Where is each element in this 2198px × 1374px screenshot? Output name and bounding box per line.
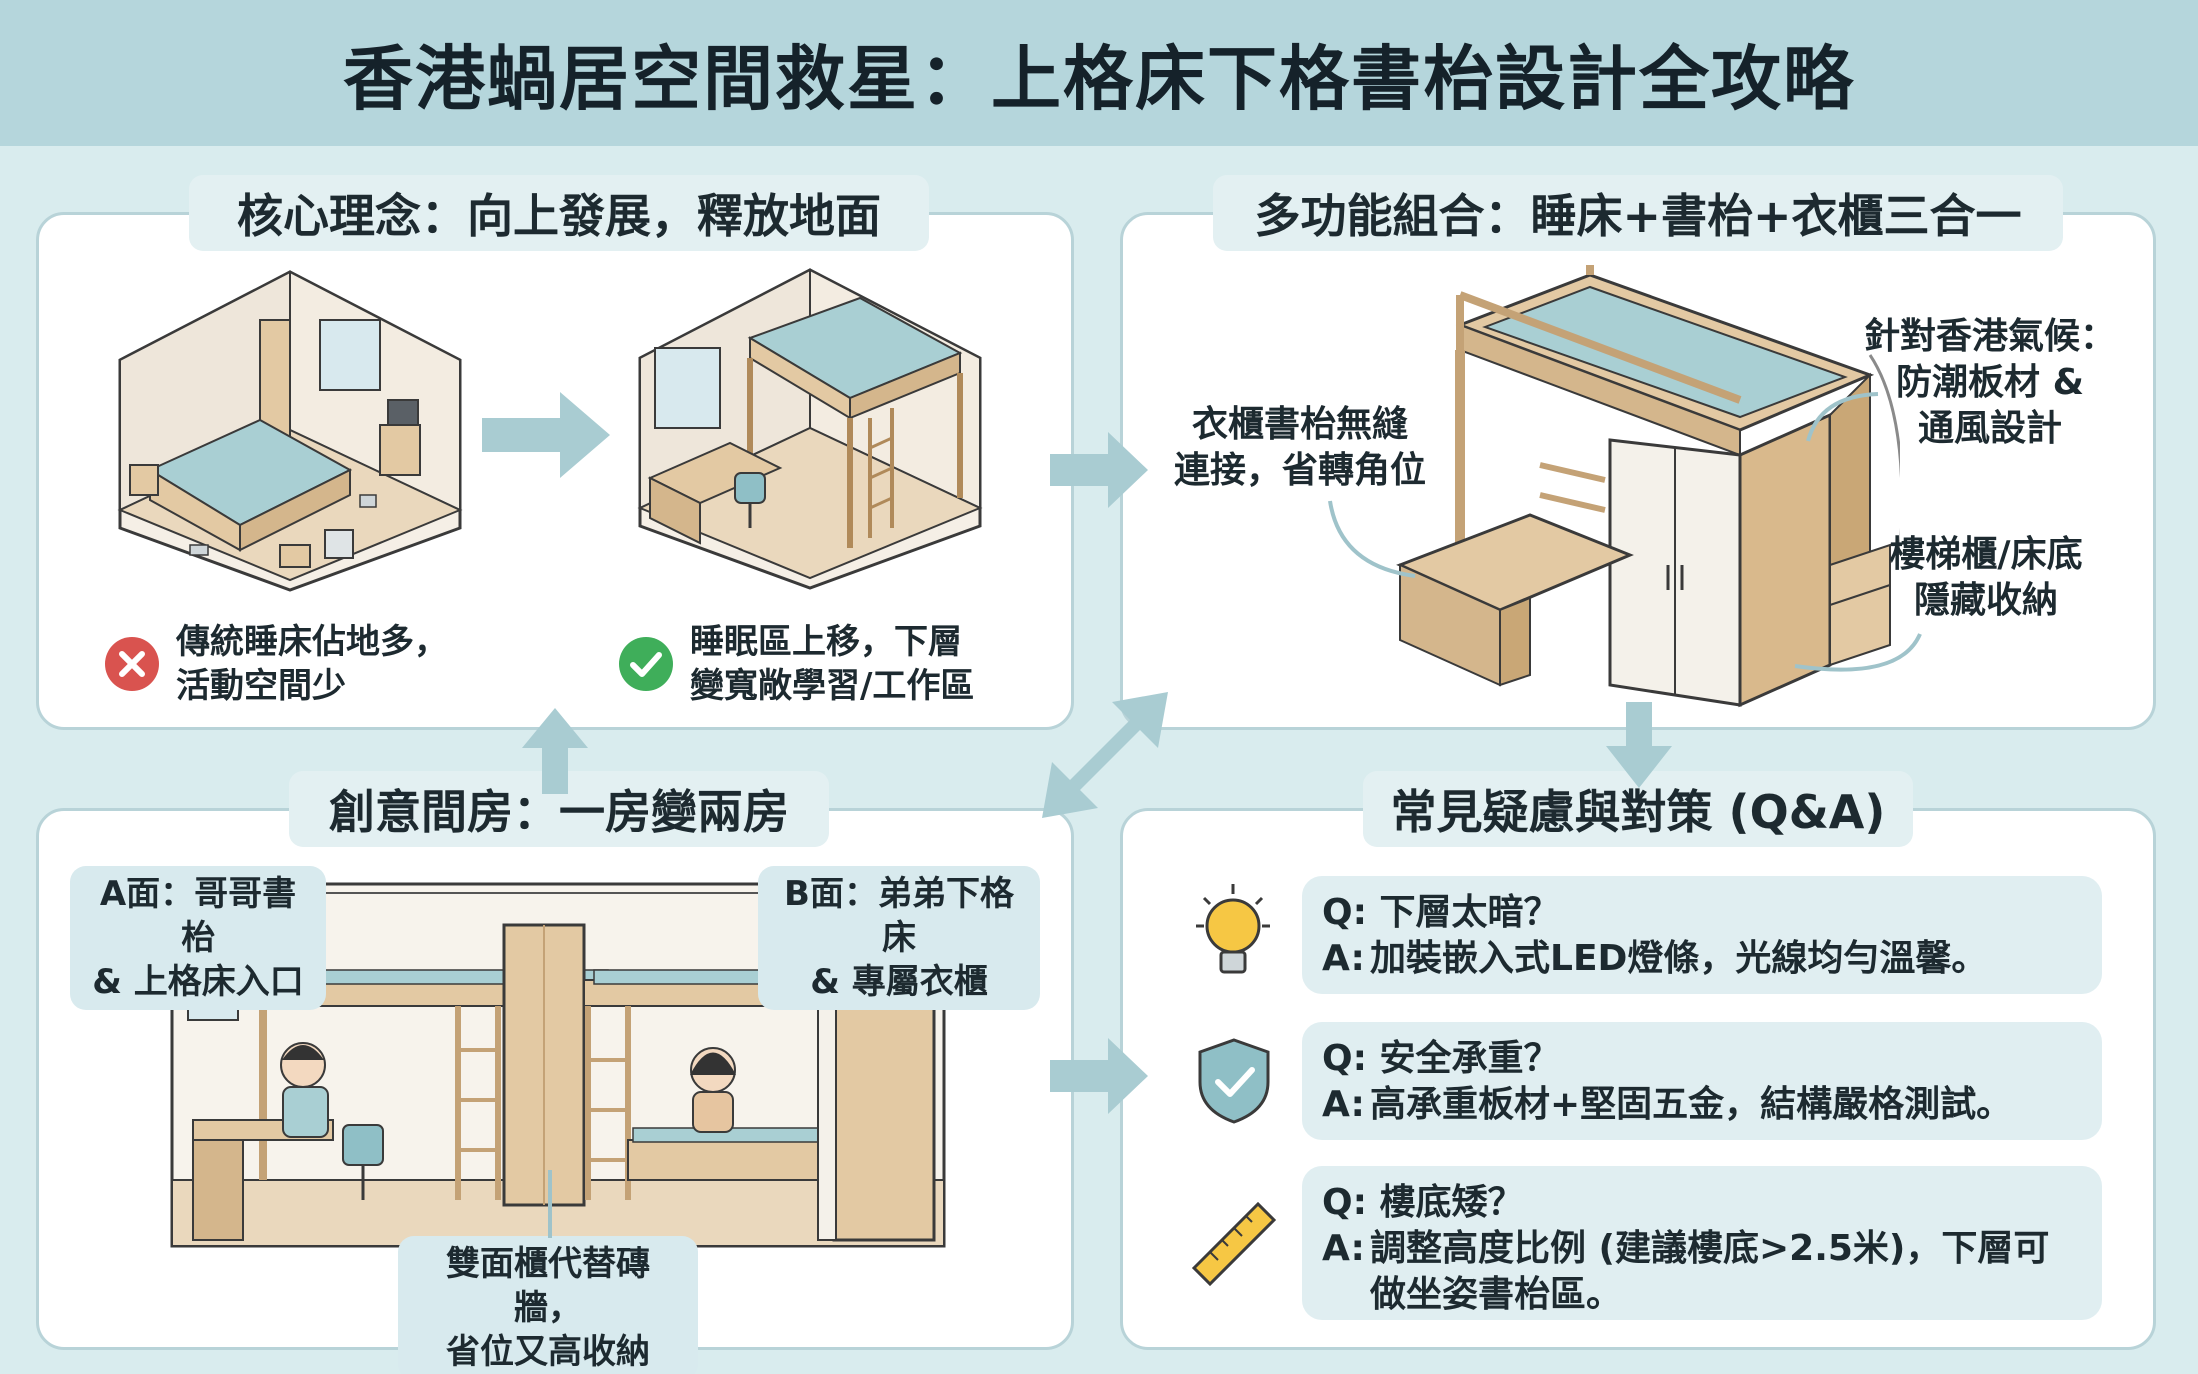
arrow-right-icon: [1050, 432, 1148, 508]
multi-function-title: 多功能組合：睡床+書枱+衣櫃三合一: [1213, 175, 2063, 251]
qa-item-dim-lower: Q: 下層太暗？ A: 加裝嵌入式LED燈條，光線均勻溫馨。: [1302, 876, 2102, 994]
tag-connector-line: [326, 892, 758, 894]
cabinet-leader-line: [548, 1170, 552, 1238]
qa-answer: 高承重板材+堅固五金，結構嚴格測試。: [1370, 1084, 2013, 1125]
lightbulb-icon: [1196, 884, 1270, 974]
storage-leader-line: [1794, 633, 1922, 672]
side-a-tag: A面：哥哥書枱 & 上格床入口: [70, 866, 326, 1010]
qa-answer-prefix: A:: [1322, 938, 1365, 979]
climate-leader-line: [1806, 392, 1879, 442]
arrow-diagonal-icon: [1042, 692, 1168, 818]
page-title: 香港蝸居空間救星：上格床下格書枱設計全攻略: [343, 37, 1855, 120]
climate-design-label: 針對香港氣候： 防潮板材 & 通風設計: [1863, 316, 2116, 449]
cross-icon: [105, 637, 159, 691]
seamless-leader-line: [1328, 500, 1416, 578]
qa-question: Q: 樓底矮？: [1322, 1182, 1524, 1223]
qa-item-ceiling-height: Q: 樓底矮？ A: 調整高度比例 (建議樓底>2.5米)，下層可做坐姿書枱區。: [1302, 1166, 2102, 1320]
seamless-connection-label: 衣櫃書枱無縫 連接，省轉角位: [1173, 404, 1426, 491]
side-b-tag: B面：弟弟下格床 & 專屬衣櫃: [758, 866, 1040, 1010]
loft-room-illustration: [637, 268, 983, 590]
double-sided-cabinet-tag: 雙面櫃代替磚牆， 省位又高收納: [398, 1236, 698, 1374]
traditional-bed-caption: 傳統睡床佔地多， 活動空間少: [176, 622, 448, 706]
ruler-icon: [1191, 1201, 1277, 1287]
arrow-right-icon: [482, 392, 610, 478]
qa-answer-prefix: A:: [1322, 1228, 1365, 1269]
arrow-up-icon: [522, 708, 588, 794]
qa-answer: 加裝嵌入式LED燈條，光線均勻溫馨。: [1370, 938, 1988, 979]
qa-answer: 調整高度比例 (建議樓底>2.5米)，下層可做坐姿書枱區。: [1370, 1228, 2050, 1315]
arrow-right-icon: [1050, 1038, 1148, 1114]
arrow-down-icon: [1606, 702, 1672, 788]
core-concept-title: 核心理念：向上發展，釋放地面: [189, 175, 929, 251]
qa-answer-prefix: A:: [1322, 1084, 1365, 1125]
qa-title: 常見疑慮與對策 (Q&A): [1363, 771, 1913, 847]
hidden-storage-label: 樓梯櫃/床底 隱藏收納: [1889, 534, 2083, 621]
loft-caption: 睡眠區上移，下層 變寬敞學習/工作區: [690, 622, 975, 706]
traditional-room-illustration: [117, 270, 463, 592]
loft-bed-desk-wardrobe-illustration: [1396, 265, 1900, 708]
qa-question: Q: 安全承重？: [1322, 1038, 1560, 1079]
shield-check-icon: [1198, 1038, 1270, 1124]
check-icon: [619, 637, 673, 691]
qa-item-safety: Q: 安全承重？ A: 高承重板材+堅固五金，結構嚴格測試。: [1302, 1022, 2102, 1140]
qa-question: Q: 下層太暗？: [1322, 892, 1560, 933]
title-bar: 香港蝸居空間救星：上格床下格書枱設計全攻略: [0, 0, 2198, 146]
